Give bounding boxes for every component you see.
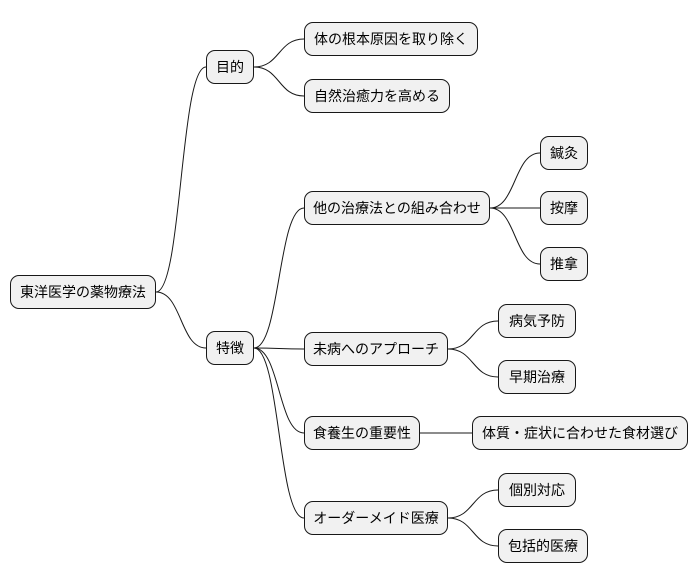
custom-node: オーダーメイド医療 (304, 501, 448, 535)
purpose-node: 目的 (206, 50, 254, 84)
root-node: 東洋医学の薬物療法 (10, 275, 156, 309)
custom-item-node: 個別対応 (498, 473, 576, 507)
prevention-node: 未病へのアプローチ (304, 332, 448, 366)
edge-combination-1 (489, 152, 541, 209)
custom-item-node: 包括的医療 (498, 529, 588, 563)
edge-prevention-2 (447, 348, 499, 378)
edge-features-prevention (253, 347, 305, 350)
edge-purpose-1 (253, 38, 305, 68)
prevention-item-node: 早期治療 (498, 360, 576, 394)
purpose-item-node: 自然治癒力を高める (304, 79, 450, 113)
features-node: 特徴 (206, 331, 254, 365)
edge-root-features (155, 291, 207, 349)
diet-node: 食養生の重要性 (304, 416, 420, 450)
edge-combination-3 (489, 207, 541, 265)
edge-features-custom (253, 347, 305, 519)
combination-item-node: 鍼灸 (540, 136, 588, 170)
purpose-item-node: 体の根本原因を取り除く (304, 22, 478, 56)
combination-node: 他の治療法との組み合わせ (304, 191, 490, 225)
combination-item-node: 按摩 (540, 191, 588, 225)
combination-item-node: 推拿 (540, 247, 588, 281)
diet-item-node: 体質・症状に合わせた食材選び (472, 416, 688, 450)
edge-prevention-1 (447, 320, 499, 350)
edge-root-purpose (155, 66, 207, 293)
prevention-item-node: 病気予防 (498, 304, 576, 338)
edge-features-combination (253, 207, 305, 349)
edge-purpose-2 (253, 66, 305, 97)
edge-custom-2 (447, 517, 499, 547)
edge-features-diet (253, 347, 305, 434)
edge-custom-1 (447, 489, 499, 519)
